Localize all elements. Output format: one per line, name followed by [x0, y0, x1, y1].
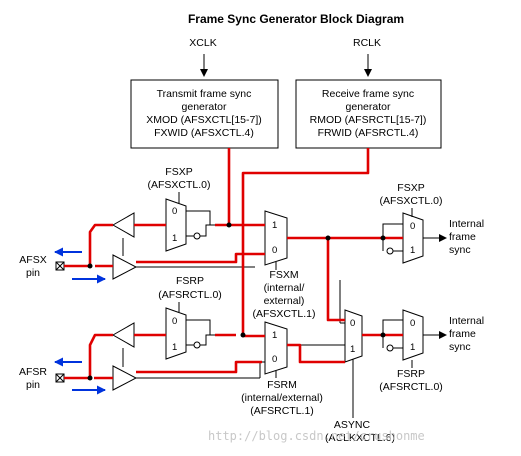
fsrp-right-mux: 0 1 — [402, 309, 424, 361]
fsrp-left-mux: 0 1 — [165, 307, 187, 360]
svg-text:1: 1 — [410, 245, 415, 256]
fsxm-label: FSXM — [269, 269, 298, 281]
fsrp-left-label: FSRP — [176, 275, 204, 287]
rx-out-line2: frame — [449, 328, 476, 340]
svg-text:0: 0 — [272, 354, 277, 365]
fsrp-left-reg: (AFSRCTL.0) — [158, 289, 222, 301]
svg-text:0: 0 — [410, 318, 415, 329]
fsrp-right-reg: (AFSRCTL.0) — [379, 381, 443, 393]
watermark: http://blog.csdn.net/crushonme — [208, 429, 425, 443]
tx-gen-line4: FXWID (AFSXCTL.4) — [154, 127, 254, 139]
fsxp-right-label: FSXP — [397, 182, 424, 194]
svg-text:0: 0 — [410, 221, 415, 232]
fsrm-label: FSRM — [267, 379, 297, 391]
rx-gen-line4: FRWID (AFSRCTL.4) — [318, 127, 419, 139]
fsrm-line2: (internal/external) — [241, 392, 323, 404]
rx-out-line1: Internal — [449, 315, 484, 327]
tx-gen-line2: generator — [182, 101, 227, 113]
fsrp-right-label: FSRP — [397, 368, 425, 380]
rx-gen-line3: RMOD (AFSRCTL[15-7]) — [310, 114, 427, 126]
svg-text:1: 1 — [272, 220, 277, 231]
diagram-title: Frame Sync Generator Block Diagram — [188, 12, 404, 26]
rx-gen-line2: generator — [346, 101, 391, 113]
transmit-frame-sync-generator: Transmit frame sync generator XMOD (AFSX… — [130, 79, 279, 149]
xclk-label: XCLK — [189, 37, 216, 49]
fsrm-mux: 1 0 — [264, 321, 288, 375]
rx-gen-path — [241, 148, 370, 338]
afsr-drive-path — [64, 333, 113, 380]
fsxm-mux: 1 0 — [264, 210, 288, 266]
fsxm-line3: external) — [264, 295, 305, 307]
tx-gen-path — [215, 148, 231, 227]
fsxp-left-mux: 0 1 — [165, 198, 187, 252]
afsr-pin — [55, 373, 65, 383]
fsxp-left-reg: (AFSXCTL.0) — [147, 179, 210, 191]
fsrm-reg: (AFSRCTL.1) — [250, 405, 314, 417]
fsxm-reg: (AFSXCTL.1) — [252, 308, 315, 320]
afsx-pin — [55, 261, 65, 271]
afsr-input-buffer — [112, 365, 138, 391]
tx-out-line3: sync — [449, 244, 471, 256]
svg-text:1: 1 — [350, 344, 355, 355]
tx-out-line2: frame — [449, 231, 476, 243]
rclk-label: RCLK — [353, 37, 381, 49]
fsxp-left-label: FSXP — [165, 166, 192, 178]
svg-text:0: 0 — [350, 318, 355, 329]
async-reg: (ACLKXCTL.6) — [325, 432, 395, 444]
receive-frame-sync-generator: Receive frame sync generator RMOD (AFSRC… — [295, 79, 442, 149]
svg-text:1: 1 — [172, 342, 177, 353]
afsr-pin-label-2: pin — [26, 379, 40, 391]
svg-text:0: 0 — [172, 316, 177, 327]
svg-text:0: 0 — [272, 245, 277, 256]
tx-gen-line1: Transmit frame sync — [157, 88, 252, 100]
afsx-pin-label-2: pin — [26, 267, 40, 279]
svg-text:0: 0 — [172, 206, 177, 217]
afsx-output-buffer — [111, 212, 135, 238]
svg-text:1: 1 — [410, 342, 415, 353]
afsx-drive-path — [64, 223, 113, 268]
rx-out-line3: sync — [449, 341, 471, 353]
fsxm-line2: (internal/ — [264, 282, 305, 294]
tx-out-line1: Internal — [449, 218, 484, 230]
afsr-output-buffer — [111, 322, 135, 348]
rx-gen-line1: Receive frame sync — [322, 88, 414, 100]
svg-text:1: 1 — [172, 233, 177, 244]
afsx-input-buffer — [112, 254, 138, 280]
async-label: ASYNC — [334, 419, 371, 431]
svg-text:1: 1 — [272, 330, 277, 341]
tx-gen-line3: XMOD (AFSXCTL[15-7]) — [146, 114, 262, 126]
afsx-pin-label: AFSX — [19, 254, 46, 266]
async-mux: 0 1 — [344, 309, 363, 363]
fsxp-right-reg: (AFSXCTL.0) — [379, 195, 442, 207]
fsxp-right-mux: 0 1 — [402, 212, 424, 264]
afsr-pin-label: AFSR — [19, 366, 47, 378]
